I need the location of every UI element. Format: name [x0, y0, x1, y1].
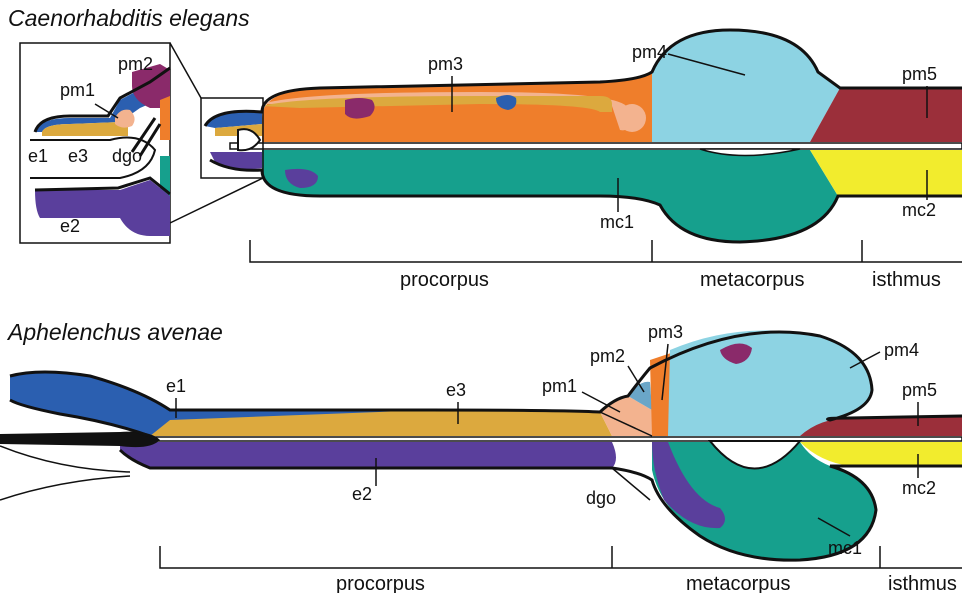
a-avenae-e2-region [120, 442, 616, 468]
a-avenae-dgo-label: dgo [586, 488, 616, 508]
inset-pm1-label: pm1 [60, 80, 95, 100]
c-elegans-procorpus-label: procorpus [400, 269, 489, 291]
c-elegans-isthmus-label: isthmus [872, 269, 941, 291]
inset-e3-label: e3 [68, 146, 88, 166]
a-avenae-pm4-label: pm4 [884, 340, 919, 360]
c-elegans-title: Caenorhabditis elegans [8, 5, 250, 31]
c-elegans-pm4-label: pm4 [632, 42, 667, 62]
a-avenae-panel: Aphelenchus avenae e1 e3 pm1 pm2 pm3 pm4 [0, 319, 962, 593]
c-elegans-pm4-region [652, 30, 840, 142]
a-avenae-stylet [0, 432, 160, 447]
a-avenae-title: Aphelenchus avenae [6, 319, 223, 345]
c-elegans-lumen [230, 143, 962, 149]
c-elegans-metacorpus-label: metacorpus [700, 269, 805, 291]
c-elegans-pm2-blob [345, 98, 375, 119]
inset-pm3 [160, 96, 170, 140]
a-avenae-pm1-label: pm1 [542, 376, 577, 396]
c-elegans-zoom-line-top [170, 43, 201, 98]
c-elegans-region-bracket [250, 240, 962, 262]
inset-e2-label: e2 [60, 216, 80, 236]
c-elegans-mc1-label: mc1 [600, 212, 634, 232]
c-elegans-inset: pm2 pm1 e1 e3 dgo e2 [20, 43, 170, 243]
a-avenae-mc1-label: mc1 [828, 538, 862, 558]
a-avenae-e1-label: e1 [166, 376, 186, 396]
a-avenae-mc2-label: mc2 [902, 478, 936, 498]
c-elegans-zoom-line-bottom [170, 178, 263, 223]
c-elegans-pm1-blob [618, 104, 646, 132]
inset-e1-label: e1 [28, 146, 48, 166]
inset-dgo-label: dgo [112, 146, 142, 166]
a-avenae-procorpus-label: procorpus [336, 573, 425, 593]
a-avenae-isthmus-label: isthmus [888, 573, 957, 593]
c-elegans-pm5-label: pm5 [902, 64, 937, 84]
a-avenae-pm5-label: pm5 [902, 380, 937, 400]
a-avenae-mc2-region [800, 442, 962, 466]
c-elegans-mc2-label: mc2 [902, 200, 936, 220]
a-avenae-metacorpus-label: metacorpus [686, 573, 791, 593]
c-elegans-e2-tip [210, 152, 262, 169]
a-avenae-pm2-label: pm2 [590, 346, 625, 366]
a-avenae-e2-label: e2 [352, 484, 372, 504]
a-avenae-e3-label: e3 [446, 380, 466, 400]
inset-pm2-label: pm2 [118, 54, 153, 74]
c-elegans-panel: Caenorhabditis elegans pm3 pm4 pm5 [8, 5, 962, 291]
c-elegans-pm3-label: pm3 [428, 54, 463, 74]
a-avenae-pm3-label: pm3 [648, 322, 683, 342]
